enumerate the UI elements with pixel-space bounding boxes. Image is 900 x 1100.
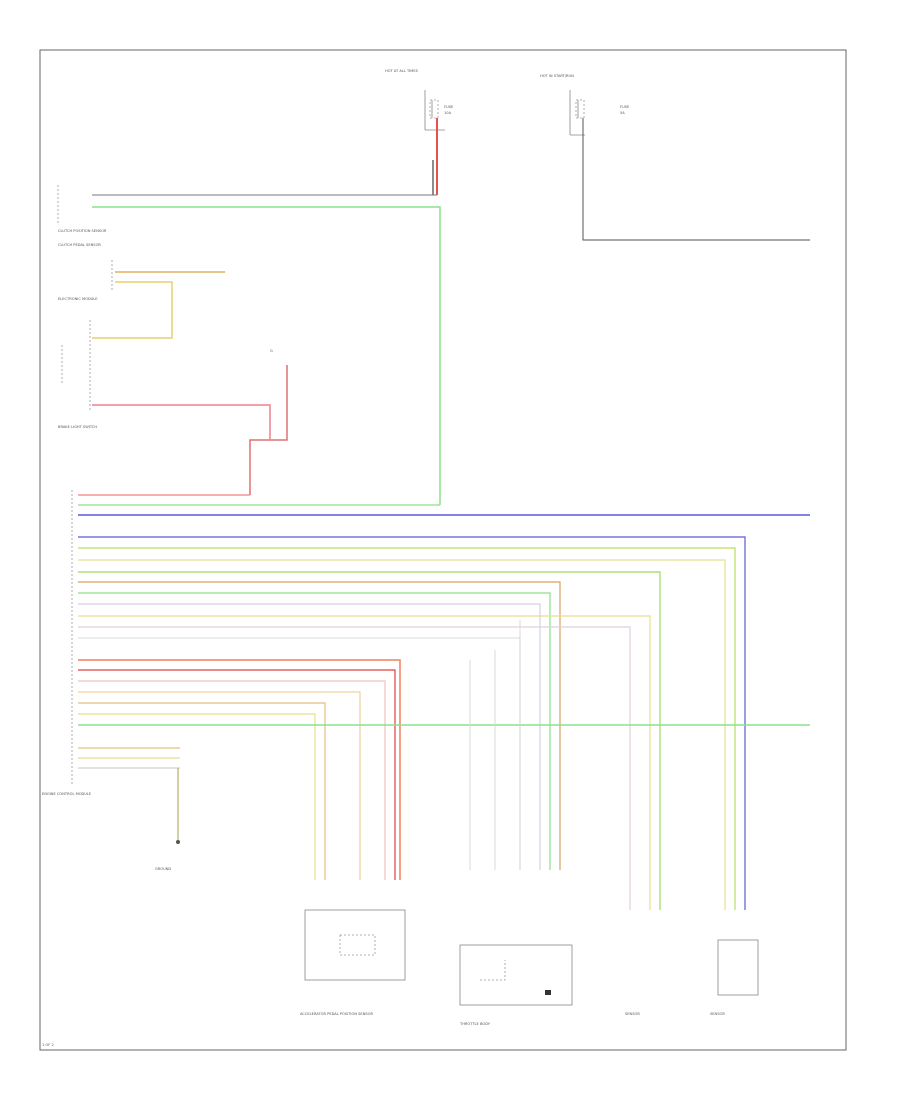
fuse-left-label-2: FUSE xyxy=(444,105,454,109)
sensor-right-2-label: SENSOR xyxy=(710,1012,725,1016)
brake-sensor-block: BRAKE LIGHT SWITCH xyxy=(58,404,271,440)
clutch-module-label: CLUTCH PEDAL SENSOR xyxy=(58,243,101,247)
sensor-right-2-component: SENSOR xyxy=(710,939,759,1016)
fuse-block-right: HOT IN START/RUN FUSE 5A xyxy=(540,74,810,241)
engine-module-label: ENGINE CONTROL MODULE xyxy=(42,792,92,796)
engine-module-connector: ENGINE CONTROL MODULE xyxy=(42,490,810,910)
ground-bottom-label: GROUND xyxy=(155,867,171,871)
electronic-module-label: ELECTRONIC MODULE xyxy=(58,297,98,301)
fuse-right-label-3: 5A xyxy=(620,111,625,115)
accel-pedal-label: ACCELERATOR PEDAL POSITION SENSOR xyxy=(300,1012,373,1016)
throttle-switch-lines xyxy=(469,620,521,870)
throttle-body-label: THROTTLE BODY xyxy=(459,1022,491,1026)
fuse-right-label-2: FUSE xyxy=(620,105,630,109)
fuse-block-left: HOT AT ALL TIMES FUSE 10A xyxy=(385,69,454,195)
sensor-right-1-component: SENSOR xyxy=(625,1012,640,1016)
page-code: 1 OF 2 xyxy=(42,1043,54,1047)
clutch-sensor-block: CLUTCH POSITION SENSOR CLUTCH PEDAL SENS… xyxy=(57,185,441,505)
fuse-left-label-3: 10A xyxy=(444,111,452,115)
throttle-body-component: THROTTLE BODY xyxy=(459,944,573,1026)
fuse-left-label-1: HOT AT ALL TIMES xyxy=(385,69,419,73)
fuse-right-label-1: HOT IN START/RUN xyxy=(540,74,574,78)
ground-bottom: GROUND xyxy=(155,768,180,871)
ground-top: G xyxy=(249,349,288,495)
electronic-module-block: ELECTRONIC MODULE xyxy=(58,260,225,410)
ground-top-label: G xyxy=(270,349,273,353)
sensor-right-1-label: SENSOR xyxy=(625,1012,640,1016)
brake-sensor-label: BRAKE LIGHT SWITCH xyxy=(58,425,97,429)
accel-pedal-component: ACCELERATOR PEDAL POSITION SENSOR xyxy=(300,909,406,1016)
diagram-frame xyxy=(39,49,847,1051)
clutch-sensor-label: CLUTCH POSITION SENSOR xyxy=(58,229,107,233)
